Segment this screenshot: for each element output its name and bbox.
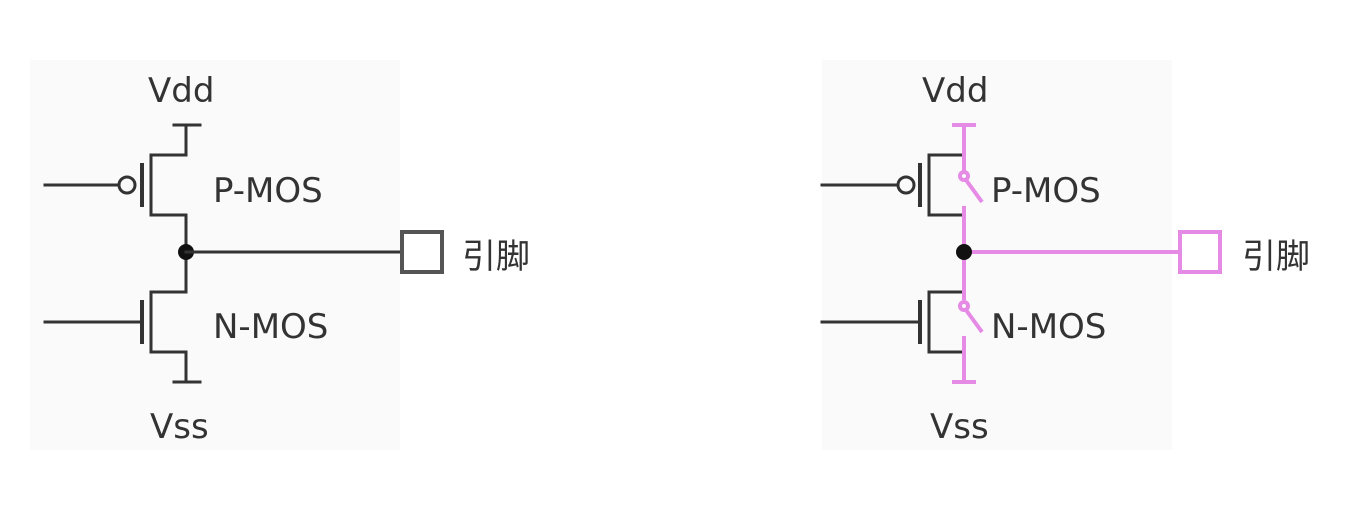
right-pin-pad bbox=[1178, 230, 1222, 274]
right-pmos-transistor bbox=[820, 153, 966, 217]
left-vss-label: Vss bbox=[150, 407, 209, 447]
left-pin-pad bbox=[400, 230, 444, 274]
left-nmos-transistor bbox=[43, 290, 188, 354]
left-pmos-label: P-MOS bbox=[213, 171, 323, 211]
right-nmos-transistor bbox=[820, 290, 966, 354]
right-panel-background bbox=[822, 60, 1172, 450]
right-vdd-label: Vdd bbox=[922, 71, 988, 111]
left-pmos-inversion-bubble bbox=[117, 175, 137, 195]
right-pmos-label: P-MOS bbox=[991, 171, 1101, 211]
right-nmos-switch-contact bbox=[958, 300, 970, 312]
left-pin-label: 引脚 bbox=[462, 237, 530, 277]
left-pmos-transistor bbox=[43, 153, 188, 217]
left-nmos-label: N-MOS bbox=[213, 307, 328, 347]
right-circuit: Vdd Vss P-MOS N-MOS 引脚 bbox=[820, 60, 1310, 450]
right-nmos-switch-blade bbox=[964, 308, 984, 334]
left-panel-background bbox=[30, 60, 400, 450]
left-vdd-label: Vdd bbox=[148, 71, 214, 111]
right-nmos-label: N-MOS bbox=[991, 307, 1106, 347]
right-pin-label: 引脚 bbox=[1242, 237, 1310, 277]
right-vss-label: Vss bbox=[930, 407, 989, 447]
left-circuit: Vdd Vss P-MOS N-MOS 引脚 bbox=[30, 60, 530, 450]
right-switch-path bbox=[952, 123, 1222, 384]
right-pmos-switch-contact bbox=[958, 170, 970, 182]
right-pmos-switch-blade bbox=[964, 178, 984, 204]
right-output-node bbox=[956, 244, 972, 260]
right-pmos-inversion-bubble bbox=[896, 175, 916, 195]
